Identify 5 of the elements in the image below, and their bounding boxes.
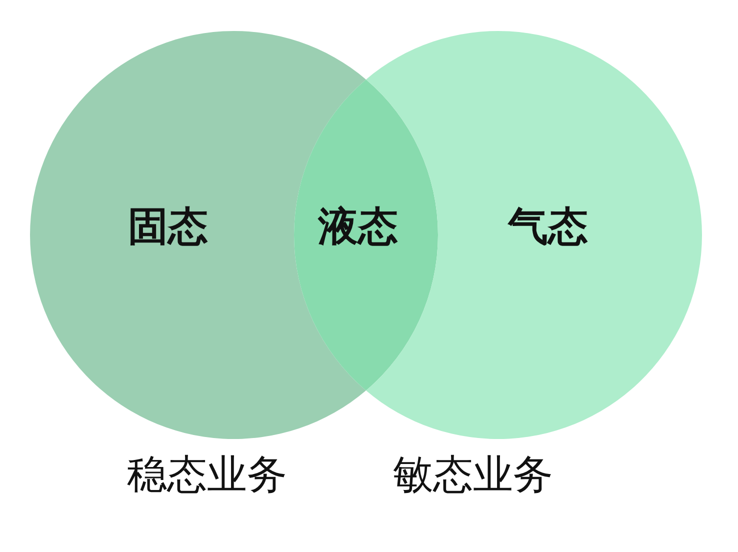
circle-label: 敏态业务 (393, 455, 553, 495)
state-label: 固态 (128, 207, 208, 247)
state-label: 气态 (508, 207, 588, 247)
state-label: 液态 (318, 207, 398, 247)
circle-label: 稳态业务 (127, 455, 287, 495)
